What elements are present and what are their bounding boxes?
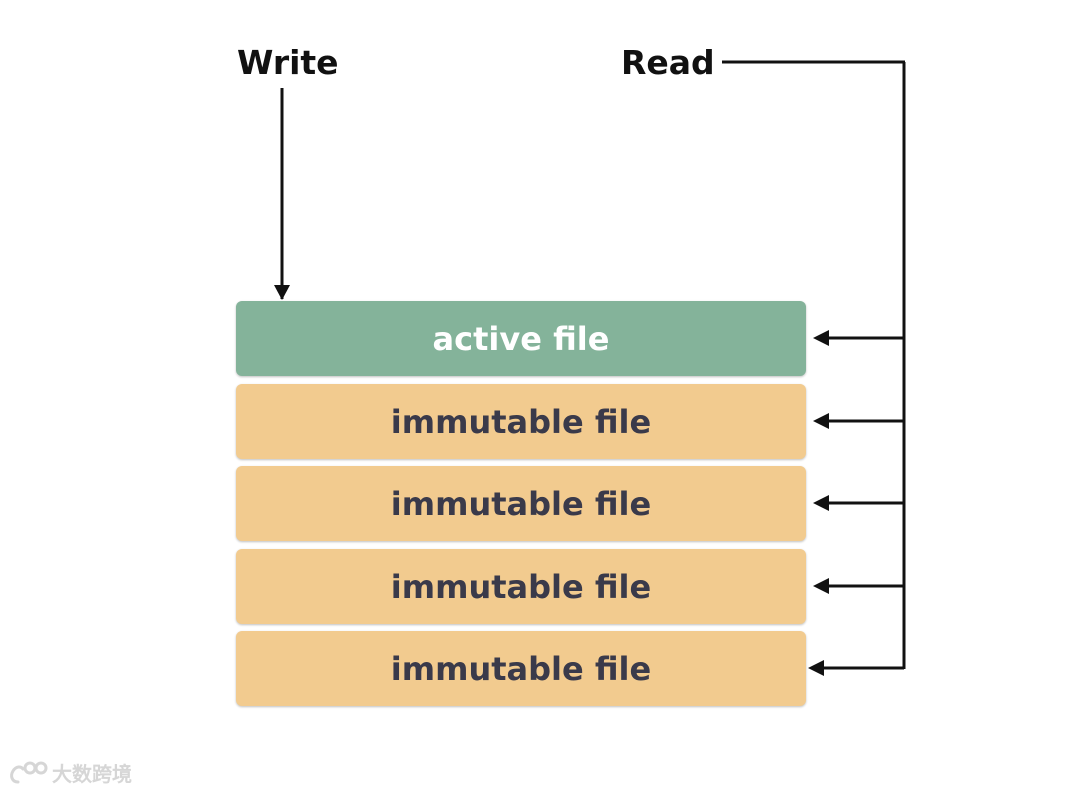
immutable-file-box-1: immutable file [236, 384, 806, 459]
chain-link-logo-icon [10, 761, 48, 783]
immutable-file-box-4: immutable file [236, 631, 806, 706]
read-arrowhead-active [813, 330, 829, 346]
read-arrowhead-1 [813, 413, 829, 429]
immutable-file-box-3: immutable file [236, 549, 806, 624]
immutable-file-box-2: immutable file [236, 466, 806, 541]
write-label: Write [237, 43, 339, 82]
read-arrowhead-4 [808, 660, 824, 676]
read-arrowhead-2 [813, 495, 829, 511]
read-arrowhead-3 [813, 578, 829, 594]
active-file-box: active file [236, 301, 806, 376]
read-label: Read [621, 43, 715, 82]
watermark-text: 大数跨境 [52, 762, 132, 786]
write-arrowhead [274, 285, 290, 300]
watermark: 大数跨境 [8, 758, 132, 787]
